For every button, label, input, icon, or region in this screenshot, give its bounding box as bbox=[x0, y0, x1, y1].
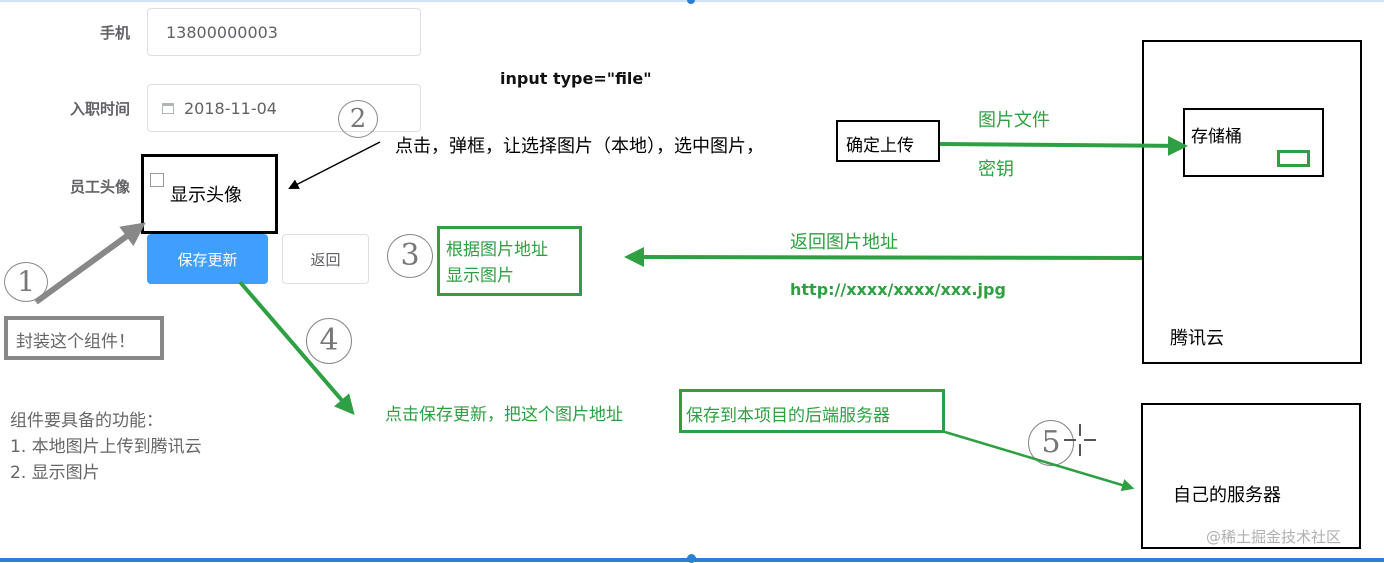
wrap-component-text: 封装这个组件！ bbox=[16, 332, 135, 352]
example-url-label: http://xxxx/xxxx/xxx.jpg bbox=[790, 280, 1006, 299]
image-file-label: 图片文件 bbox=[978, 110, 1050, 131]
watermark: @稀土掘金技术社区 bbox=[1206, 528, 1342, 546]
top-guide-handle bbox=[687, 0, 695, 4]
crosshair-cursor-icon bbox=[1064, 424, 1096, 456]
arrow-step2-to-avatar bbox=[288, 141, 381, 189]
avatar-label: 员工头像 bbox=[69, 178, 130, 196]
feature-2: 2. 显示图片 bbox=[10, 463, 100, 483]
return-address-label: 返回图片地址 bbox=[790, 232, 898, 253]
arrow-wrap-component bbox=[34, 222, 146, 305]
input-type-note: input type="file" bbox=[500, 69, 652, 88]
confirm-upload-box: 确定上传 bbox=[836, 120, 940, 162]
save-text-prefix: 点击保存更新，把这个图片地址 bbox=[385, 405, 623, 425]
avatar-alt-text: 显示头像 bbox=[170, 185, 242, 206]
bucket-object-rect bbox=[1277, 150, 1310, 167]
step-5-number: 5 bbox=[1028, 420, 1074, 466]
step-2-number: 2 bbox=[338, 100, 378, 138]
bucket-label: 存储桶 bbox=[1191, 127, 1242, 147]
tencent-cloud-box bbox=[1142, 40, 1362, 364]
phone-input[interactable]: 13800000003 bbox=[147, 8, 421, 56]
hire-date-value: 2018-11-04 bbox=[184, 98, 277, 118]
save-target-text: 保存到本项目的后端服务器 bbox=[686, 406, 890, 426]
broken-image-icon bbox=[150, 173, 164, 187]
bucket-box: 存储桶 bbox=[1183, 108, 1324, 177]
phone-label: 手机 bbox=[99, 24, 130, 42]
save-button[interactable]: 保存更新 bbox=[147, 234, 268, 284]
secret-key-label: 密钥 bbox=[978, 159, 1014, 180]
phone-value: 13800000003 bbox=[166, 22, 278, 42]
step-1-number: 1 bbox=[4, 262, 48, 302]
feature-1: 1. 本地图片上传到腾讯云 bbox=[10, 437, 202, 457]
hire-date-label: 入职时间 bbox=[69, 100, 130, 118]
tencent-cloud-label: 腾讯云 bbox=[1170, 328, 1224, 349]
arrow-upload-to-bucket bbox=[939, 135, 1188, 156]
display-line-2: 显示图片 bbox=[446, 266, 514, 286]
arrow-save-to-text bbox=[238, 280, 355, 416]
own-server-label: 自己的服务器 bbox=[1173, 485, 1281, 506]
arrow-cloud-return bbox=[624, 247, 1143, 268]
features-title: 组件要具备的功能： bbox=[10, 411, 163, 431]
own-server-box: 自己的服务器 bbox=[1141, 403, 1361, 549]
step-4-number: 4 bbox=[306, 318, 352, 364]
wrap-component-box: 封装这个组件！ bbox=[4, 316, 164, 360]
display-image-box: 根据图片地址 显示图片 bbox=[437, 226, 582, 296]
calendar-icon bbox=[162, 102, 174, 114]
arrow-to-own-server bbox=[944, 430, 1135, 492]
back-button[interactable]: 返回 bbox=[282, 234, 369, 284]
step-2-text: 点击，弹框，让选择图片（本地），选中图片， bbox=[395, 136, 764, 157]
avatar-upload[interactable]: 显示头像 bbox=[141, 154, 278, 234]
save-target-box: 保存到本项目的后端服务器 bbox=[679, 389, 945, 433]
confirm-upload-text: 确定上传 bbox=[846, 136, 914, 156]
display-line-1: 根据图片地址 bbox=[446, 240, 548, 260]
step-3-number: 3 bbox=[387, 234, 433, 278]
bottom-guide-handle bbox=[687, 554, 696, 563]
